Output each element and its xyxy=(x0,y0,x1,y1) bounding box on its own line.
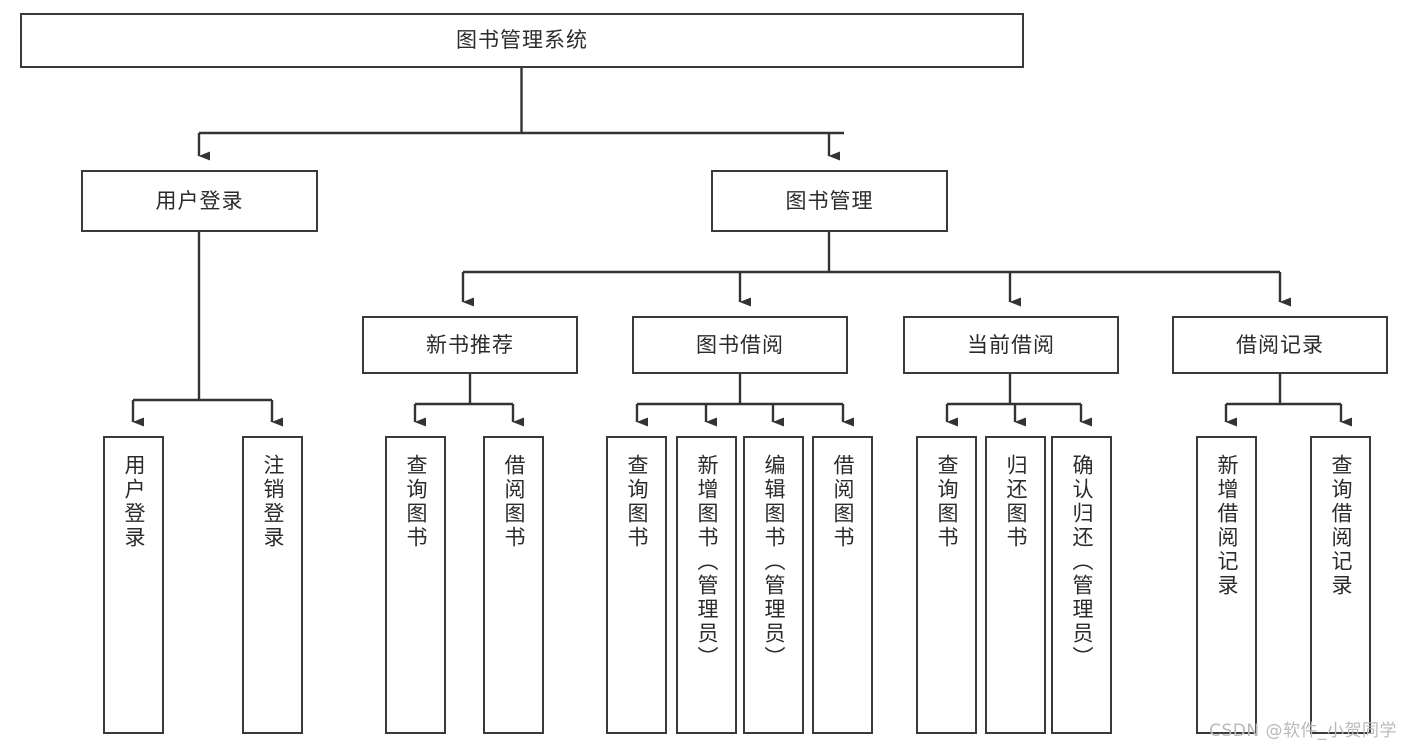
node-book-management[interactable]: 图书管理 xyxy=(711,170,948,232)
leaf-label: 归还图书 xyxy=(1004,454,1028,550)
node-new-book-recommend[interactable]: 新书推荐 xyxy=(362,316,578,374)
leaf-label: 新增借阅记录 xyxy=(1215,454,1239,598)
leaf-label: 注销登录 xyxy=(261,454,285,550)
leaf-label: 确认归还（管理员） xyxy=(1070,454,1094,670)
node-current-borrow[interactable]: 当前借阅 xyxy=(903,316,1119,374)
node-user-login[interactable]: 用户登录 xyxy=(81,170,318,232)
leaf-book-borrow-query-book[interactable]: 查询图书 xyxy=(606,436,667,734)
leaf-new-book-borrow-book[interactable]: 借阅图书 xyxy=(483,436,544,734)
leaf-label: 借阅图书 xyxy=(831,454,855,550)
leaf-label: 查询图书 xyxy=(935,454,959,550)
leaf-borrow-record-query-record[interactable]: 查询借阅记录 xyxy=(1310,436,1371,734)
node-label: 用户登录 xyxy=(155,188,244,213)
node-label: 图书借阅 xyxy=(696,332,784,357)
csdn-watermark: CSDN @软件_小贺同学 xyxy=(1209,721,1397,741)
node-root-book-management-system[interactable]: 图书管理系统 xyxy=(20,13,1024,68)
leaf-book-borrow-borrow-book[interactable]: 借阅图书 xyxy=(812,436,873,734)
leaf-label: 编辑图书（管理员） xyxy=(762,454,786,670)
leaf-label: 用户登录 xyxy=(122,454,146,550)
node-book-borrow[interactable]: 图书借阅 xyxy=(632,316,848,374)
node-label: 图书管理系统 xyxy=(456,28,588,53)
leaf-borrow-record-add-record[interactable]: 新增借阅记录 xyxy=(1196,436,1257,734)
node-label: 借阅记录 xyxy=(1236,332,1324,357)
leaf-new-book-query-book[interactable]: 查询图书 xyxy=(385,436,446,734)
leaf-current-borrow-confirm-return-admin[interactable]: 确认归还（管理员） xyxy=(1051,436,1112,734)
leaf-current-borrow-query-book[interactable]: 查询图书 xyxy=(916,436,977,734)
leaf-book-borrow-edit-book-admin[interactable]: 编辑图书（管理员） xyxy=(743,436,804,734)
leaf-label: 查询图书 xyxy=(404,454,428,550)
leaf-label: 新增图书（管理员） xyxy=(695,454,719,670)
node-label: 图书管理 xyxy=(785,188,874,213)
leaf-user-login-login[interactable]: 用户登录 xyxy=(103,436,164,734)
leaf-book-borrow-add-book-admin[interactable]: 新增图书（管理员） xyxy=(676,436,737,734)
leaf-user-login-logout[interactable]: 注销登录 xyxy=(242,436,303,734)
node-label: 当前借阅 xyxy=(967,332,1055,357)
leaf-current-borrow-return-book[interactable]: 归还图书 xyxy=(985,436,1046,734)
leaf-label: 查询借阅记录 xyxy=(1329,454,1353,598)
leaf-label: 查询图书 xyxy=(625,454,649,550)
leaf-label: 借阅图书 xyxy=(502,454,526,550)
node-label: 新书推荐 xyxy=(426,332,514,357)
node-borrow-record[interactable]: 借阅记录 xyxy=(1172,316,1388,374)
